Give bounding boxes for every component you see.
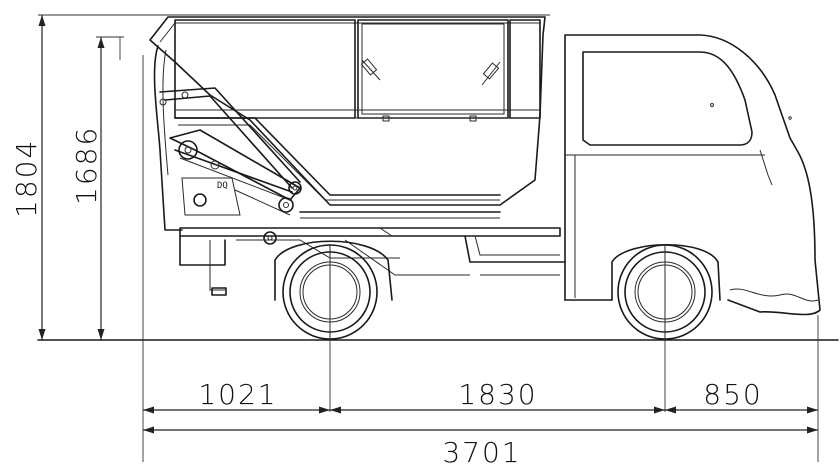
- dim-label-overall-length: 3701: [442, 436, 521, 466]
- compactor-body: [149, 16, 546, 231]
- front-wheel: [611, 243, 721, 340]
- dim-label-wheelbase: 1830: [458, 378, 537, 411]
- length-dimension-line: [143, 406, 818, 414]
- horizontal-dimension-extensions: [142, 55, 819, 462]
- hydraulic-lift-arm: DQ: [159, 87, 302, 216]
- height-dimension-body: [96, 36, 124, 340]
- overall-dimension-line: [143, 426, 818, 434]
- dim-label-body-height: 1686: [70, 126, 103, 205]
- dim-label-total-height: 1804: [10, 139, 43, 218]
- rear-wheel: [274, 240, 393, 340]
- chassis-frame: [179, 227, 566, 296]
- truck-cab: [564, 34, 821, 316]
- dim-label-rear-overhang: 1021: [198, 378, 277, 411]
- height-dimension-total: [38, 14, 550, 340]
- dim-label-front-overhang: 850: [703, 378, 762, 411]
- part-mark-label: DQ: [217, 181, 228, 191]
